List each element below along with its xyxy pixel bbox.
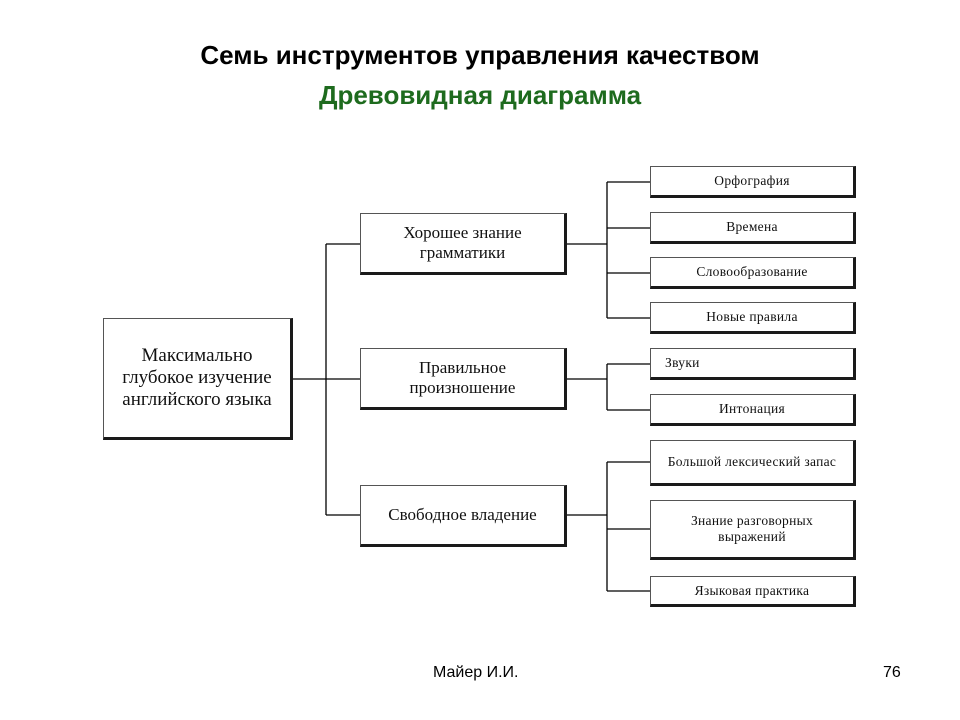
root-node: Максимально глубокое изучение английског… xyxy=(103,318,293,440)
branch-node-label: Правильное произношение xyxy=(409,358,516,397)
leaf-node-label: Орфография xyxy=(714,173,790,189)
branch-node-fluency: Свободное владение xyxy=(360,485,567,547)
leaf-node-label: Интонация xyxy=(718,401,786,417)
leaf-node-practice: Языковая практика xyxy=(650,576,856,607)
slide-title: Семь инструментов управления качеством xyxy=(200,40,760,70)
branch-node-label: Свободное владение xyxy=(388,505,537,525)
page-number: 76 xyxy=(883,664,901,681)
leaf-node-word-formation: Словообразование xyxy=(650,257,856,289)
leaf-node-spelling: Орфография xyxy=(650,166,856,198)
branch-node-label: Хорошее знание грамматики xyxy=(403,223,522,262)
leaf-node-label: Новые правила xyxy=(706,309,798,325)
leaf-node-label: Знание разговорных выражений xyxy=(690,513,814,544)
leaf-node-intonation: Интонация xyxy=(650,394,856,426)
root-node-label: Максимально глубокое изучение английског… xyxy=(122,345,272,410)
footer-author: Майер И.И. xyxy=(433,664,519,681)
leaf-node-tenses: Времена xyxy=(650,212,856,244)
leaf-node-label: Звуки xyxy=(665,355,700,371)
leaf-node-sounds: Звуки xyxy=(650,348,856,380)
leaf-node-vocabulary: Большой лексический запас xyxy=(650,440,856,486)
branch-node-grammar: Хорошее знание грамматики xyxy=(360,213,567,275)
leaf-node-label: Словообразование xyxy=(696,264,808,280)
leaf-node-label: Языковая практика xyxy=(694,582,810,598)
leaf-node-new-rules: Новые правила xyxy=(650,302,856,334)
leaf-node-colloquial: Знание разговорных выражений xyxy=(650,500,856,560)
branch-node-pronunciation: Правильное произношение xyxy=(360,348,567,410)
slide-subtitle: Древовидная диаграмма xyxy=(318,80,642,110)
leaf-node-label: Большой лексический запас xyxy=(667,454,837,470)
leaf-node-label: Времена xyxy=(726,219,778,235)
